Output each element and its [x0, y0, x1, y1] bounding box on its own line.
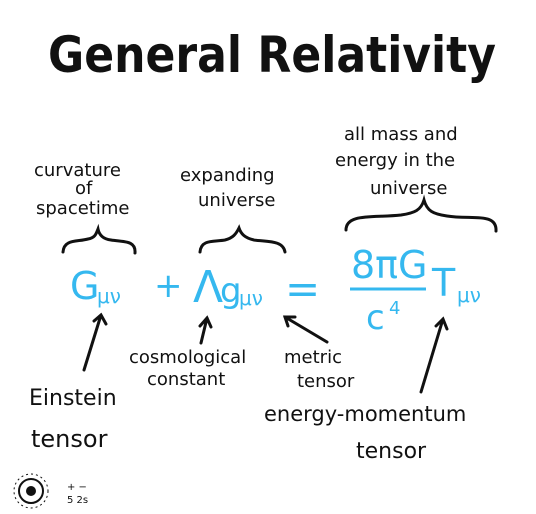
label-einstein-1: Einstein: [29, 386, 117, 411]
arrow-energy: [419, 316, 449, 394]
label-energy-1: energy-momentum: [264, 402, 466, 426]
fraction-denominator: c: [366, 298, 385, 338]
label-metric-1: metric: [284, 347, 342, 368]
brace-mass: [344, 194, 498, 233]
equals-sign: =: [285, 264, 320, 313]
label-expanding-1: expanding: [180, 165, 275, 186]
label-mass-3: universe: [370, 178, 447, 199]
logo-text-bottom: 5 2s: [67, 495, 88, 506]
label-curvature-2: of: [75, 178, 93, 199]
label-energy-2: tensor: [356, 439, 427, 464]
metric-subscript: μν: [239, 286, 263, 310]
logo-circle: [18, 478, 44, 504]
label-curvature-1: curvature: [34, 160, 121, 181]
label-mass-2: energy in the: [335, 150, 455, 171]
metric-g: g: [220, 271, 242, 311]
label-expanding-2: universe: [198, 190, 275, 211]
arrow-cosmological: [198, 315, 213, 345]
plus-sign: +: [154, 266, 183, 306]
fraction-numerator: 8πG: [351, 243, 428, 287]
cosmological-lambda: Λ: [193, 262, 223, 313]
logo-dotted-ring: [13, 473, 49, 509]
arrow-metric: [282, 315, 329, 344]
energy-tensor-subscript: μν: [457, 283, 481, 307]
energy-tensor-t: T: [431, 261, 456, 305]
label-metric-2: tensor: [297, 371, 355, 392]
logo-mark: [13, 473, 49, 509]
logo-center: [26, 486, 36, 496]
title: General Relativity: [48, 26, 496, 84]
label-cosmological-2: constant: [147, 369, 225, 390]
einstein-g: G: [70, 264, 99, 308]
brace-curvature: [61, 223, 137, 255]
einstein-subscript: μν: [97, 284, 121, 308]
fraction-exponent: 4: [389, 298, 400, 319]
label-mass-1: all mass and: [344, 124, 458, 145]
label-einstein-2: tensor: [31, 425, 108, 453]
brace-expanding: [198, 224, 287, 254]
arrow-einstein: [82, 312, 108, 372]
logo-text-top: + −: [67, 482, 87, 493]
label-curvature-3: spacetime: [36, 198, 129, 219]
label-cosmological-1: cosmological: [129, 347, 246, 368]
